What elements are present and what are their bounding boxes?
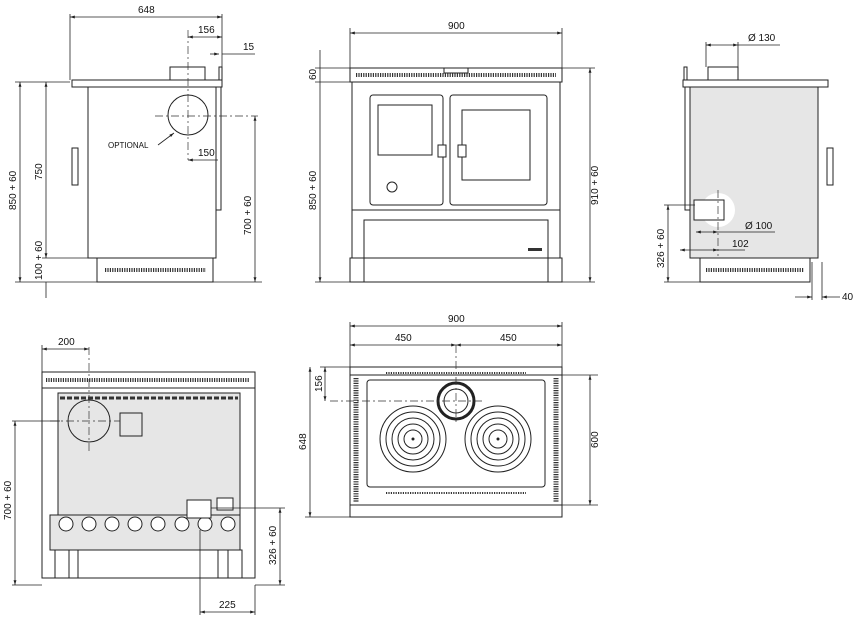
dim-inlet-diameter: Ø 100 <box>745 221 773 232</box>
side-view-left: 648 156 15 850 + 60 750 100 + 60 700 + 6… <box>8 5 262 298</box>
lower-panel <box>49 514 241 551</box>
flue-collar <box>169 66 206 81</box>
dim-plinth-height: 100 + 60 <box>34 240 45 280</box>
door-edge <box>215 86 222 211</box>
air-regulator <box>386 181 398 193</box>
rear-panel <box>57 392 241 516</box>
side-view-right: Ø 130 Ø 100 102 326 + 60 40 <box>656 33 854 303</box>
dim-foot-offset: 40 <box>842 292 854 303</box>
dim-outlet-offset: 200 <box>58 337 75 348</box>
dim-flue-diameter: Ø 130 <box>748 33 776 44</box>
dim-top-rail: 60 <box>308 68 319 80</box>
top-plate <box>71 79 223 88</box>
dim-outlet-offset: 150 <box>198 148 215 159</box>
top-view: 900 450 450 156 648 600 <box>298 314 601 518</box>
dim-total-height: 850 + 60 <box>8 170 19 210</box>
dim-half-left: 450 <box>395 333 412 344</box>
top-grille <box>41 371 256 389</box>
base-box <box>77 549 219 579</box>
dim-height-with-rail: 910 + 60 <box>590 165 601 205</box>
dim-width: 900 <box>448 314 465 325</box>
top-plate <box>682 79 829 88</box>
oven-door-glass <box>461 109 531 181</box>
dim-height: 850 + 60 <box>308 170 319 210</box>
dim-inlet-height: 326 + 60 <box>656 228 667 268</box>
dim-outlet-height: 700 + 60 <box>3 480 14 520</box>
fire-door-glass <box>377 104 433 156</box>
air-inlet <box>693 199 725 221</box>
handle-left <box>437 144 447 158</box>
front-view: 900 60 850 + 60 910 + 60 <box>308 21 601 283</box>
dim-hob-depth: 600 <box>590 431 601 448</box>
dim-outlet-height: 700 + 60 <box>243 195 254 235</box>
dim-body-height: 750 <box>34 163 45 180</box>
dim-width: 900 <box>448 21 465 32</box>
hotplate-right <box>464 405 532 473</box>
handle-right <box>457 144 467 158</box>
rear-view: 200 700 + 60 326 + 60 225 <box>3 337 285 615</box>
dim-width: 648 <box>138 5 155 16</box>
square-port <box>119 412 143 437</box>
drawer <box>363 219 549 259</box>
flue-collar <box>707 66 739 81</box>
dim-inlet-offset: 102 <box>732 239 749 250</box>
handle <box>826 147 834 186</box>
dim-flue-from-back: 156 <box>314 375 325 392</box>
dim-half-right: 450 <box>500 333 517 344</box>
hotplate-left <box>379 405 447 473</box>
handle <box>71 147 79 186</box>
plinth <box>96 257 214 283</box>
air-inlet <box>186 499 212 519</box>
front-rail <box>349 504 563 518</box>
dim-inlet-height: 326 + 60 <box>268 525 279 565</box>
dim-flue-offset: 156 <box>198 25 215 36</box>
vent-holes <box>58 516 236 532</box>
dim-depth: 648 <box>298 433 309 450</box>
door-edge <box>684 86 691 211</box>
dim-inlet-offset: 225 <box>219 600 236 611</box>
dim-back-gap: 15 <box>243 42 255 53</box>
body <box>87 86 217 259</box>
optional-label: OPTIONAL <box>108 141 149 150</box>
